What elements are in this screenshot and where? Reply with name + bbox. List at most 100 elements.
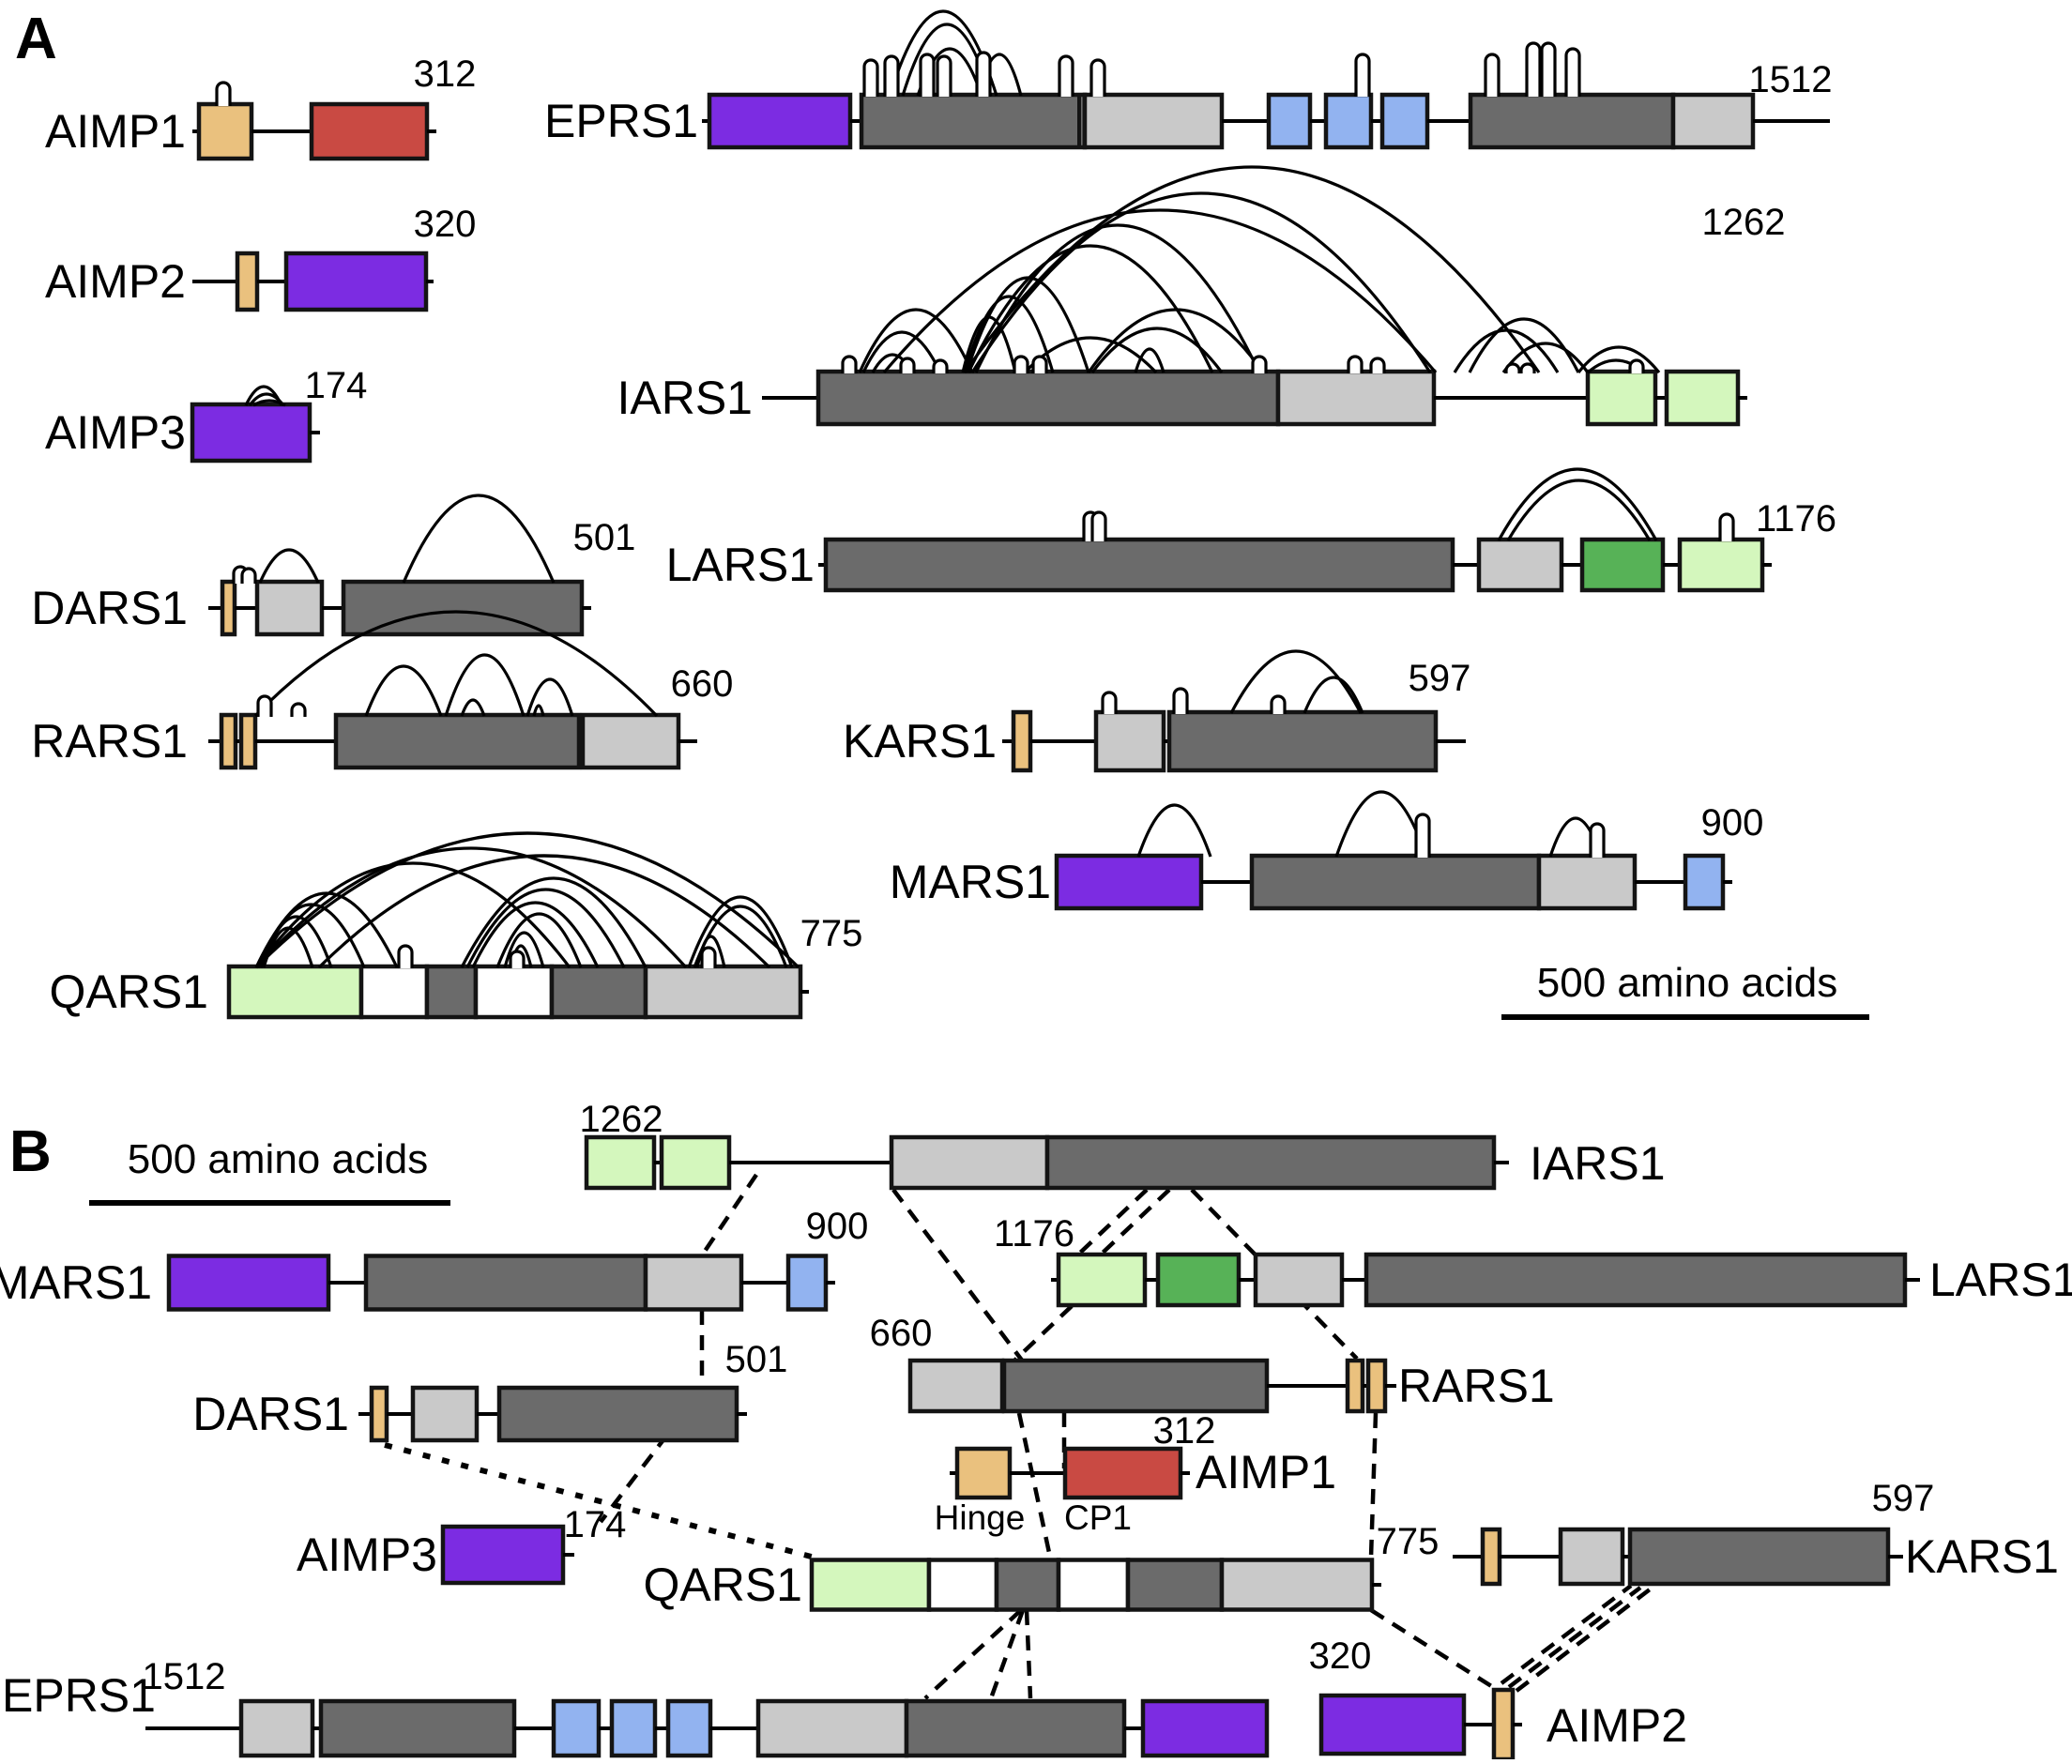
domain-light-gray: [907, 1358, 1005, 1414]
domain-light-green: [584, 1134, 657, 1191]
domain-light-green: [659, 1134, 732, 1191]
domain-dark-gray: [823, 537, 1455, 593]
domain-green: [1155, 1252, 1242, 1308]
crosslink-arc: [1497, 467, 1658, 541]
protein-name-label: RARS1: [1398, 1360, 1555, 1412]
protein-length-label: 597: [1872, 1478, 1935, 1519]
crosslink-loop: [1369, 357, 1386, 373]
crosslink-loop: [700, 946, 717, 968]
domain-light-gray: [1219, 1558, 1375, 1612]
domain-light-gray: [1558, 1527, 1625, 1587]
domain-green: [1579, 537, 1666, 593]
crosslink-arc: [495, 912, 583, 968]
domain-blue: [551, 1698, 602, 1758]
crosslink-arc: [1334, 790, 1428, 858]
domain-tan: [1480, 1527, 1502, 1587]
domain-dark-gray: [1627, 1527, 1891, 1587]
crosslink-arc: [961, 315, 1017, 373]
domain-light-gray: [1082, 92, 1225, 150]
crosslink-arc: [254, 846, 688, 969]
crosslink-loop: [1090, 510, 1107, 541]
domain-purple: [1054, 853, 1204, 911]
protein-length-label: 597: [1409, 658, 1471, 699]
crosslink-arc: [460, 876, 648, 968]
protein-dars1-a: DARS1 501: [31, 494, 636, 637]
domain-dark-gray: [994, 1558, 1061, 1612]
domain-light-gray: [755, 1698, 909, 1758]
scalebar-a: 500 amino acids: [1501, 960, 1869, 1020]
crosslink-arc: [967, 244, 1214, 373]
panel-b-letter: B: [9, 1119, 52, 1184]
crosslink-loop: [509, 950, 526, 968]
protein-name-label: MARS1: [0, 1256, 152, 1309]
crosslink-arc: [364, 664, 443, 717]
domain-light-gray: [1476, 537, 1564, 593]
protein-iars1-a: IARS1 1262: [617, 165, 1786, 427]
interaction-line-lars1-rars1: [1012, 1304, 1074, 1363]
domain-dark-gray: [1001, 1358, 1270, 1414]
dashed-connections-layer: [384, 1173, 1652, 1700]
protein-name-label: EPRS1: [544, 95, 698, 147]
domain-light-gray: [643, 1254, 744, 1312]
domain-dark-gray: [859, 92, 1088, 150]
interaction-line-iars1-mars1: [700, 1173, 758, 1257]
domain-dark-gray: [1125, 1558, 1225, 1612]
crosslink-loop: [936, 54, 952, 97]
protein-name-label: MARS1: [890, 856, 1051, 908]
protein-name-label: RARS1: [31, 715, 188, 768]
domain-white: [1056, 1558, 1131, 1612]
crosslink-arc: [858, 308, 974, 373]
domain-dark-gray: [904, 1698, 1127, 1758]
crosslink-arc: [503, 931, 545, 968]
protein-name-label: AIMP3: [297, 1528, 437, 1581]
protein-length-label: 501: [573, 517, 636, 558]
domain-light-green: [1677, 537, 1765, 593]
scale-bar-label: 500 amino acids: [128, 1136, 428, 1182]
crosslink-loop: [1013, 355, 1029, 373]
crosslink-arc: [252, 399, 286, 407]
protein-name-label: DARS1: [31, 582, 188, 634]
domain-light-gray: [410, 1385, 480, 1443]
crosslink-arc: [1303, 676, 1364, 714]
protein-length-label: 501: [725, 1339, 788, 1380]
crosslink-arc: [882, 208, 1438, 374]
domain-tan: [219, 712, 238, 770]
crosslink-arc: [253, 610, 659, 718]
protein-name-label: AIMP1: [1196, 1446, 1336, 1498]
domain-light-gray: [1670, 92, 1756, 150]
domain-blue: [1379, 92, 1430, 150]
domain-dark-gray: [1249, 853, 1542, 911]
crosslink-loop: [1589, 822, 1606, 858]
domain-dark-gray: [549, 964, 648, 1020]
interaction-line-qars1-eprs1-1: [923, 1608, 1023, 1700]
protein-length-label: 1262: [580, 1099, 663, 1140]
crosslink-loop: [1564, 47, 1581, 97]
domain-light-green: [809, 1558, 932, 1612]
domain-dark-gray: [1468, 92, 1676, 150]
domain-white: [926, 1558, 999, 1612]
proteins-layer: AIMP1312AIMP2320AIMP3174DARS1501RARS1660…: [0, 9, 2072, 1762]
crosslink-loop: [1354, 53, 1371, 97]
crosslink-loop: [1101, 691, 1118, 714]
protein-name-label: IARS1: [617, 372, 753, 424]
crosslink-loop: [899, 357, 916, 373]
crosslink-loop: [1540, 41, 1557, 97]
crosslink-loop: [1628, 358, 1645, 373]
crosslink-loop: [1089, 58, 1106, 97]
crosslink-arc: [259, 915, 333, 968]
crosslink-arc: [970, 191, 1432, 373]
protein-length-label: 1176: [1756, 498, 1836, 540]
domain-purple: [440, 1524, 566, 1586]
interaction-line-iars1-lars1-2: [1100, 1188, 1171, 1255]
domain-tan: [196, 101, 254, 161]
domain-red: [1062, 1446, 1183, 1500]
scale-bar-label: 500 amino acids: [1537, 960, 1837, 1006]
crosslink-arc: [526, 677, 574, 717]
protein-length-label: 1262: [1702, 202, 1786, 243]
